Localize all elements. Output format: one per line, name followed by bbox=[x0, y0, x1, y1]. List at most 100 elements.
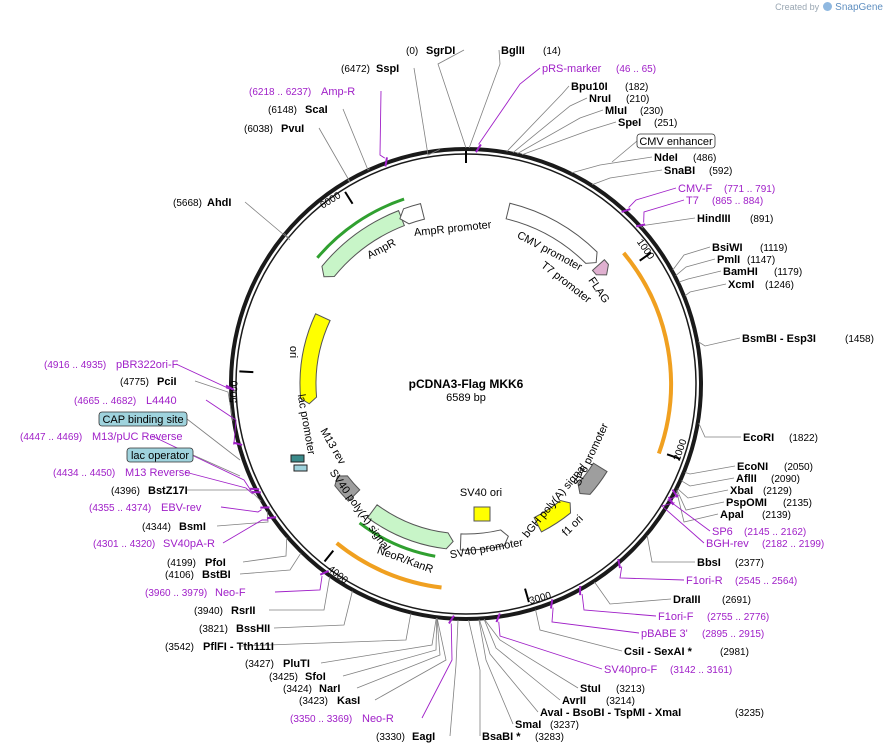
primer-sv40pro-f-range: (3142 .. 3161) bbox=[670, 665, 732, 676]
enzyme-mlui-position: (230) bbox=[640, 106, 663, 117]
feature-sv40-polya bbox=[334, 475, 361, 502]
feature-sv40-ori bbox=[473, 506, 491, 522]
enzyme-pluti-position: (3427) bbox=[245, 659, 274, 670]
enzyme-bsabi-line bbox=[468, 619, 481, 736]
enzyme-ahdi-label: AhdI bbox=[207, 197, 231, 209]
enzyme-bsiwi-label: BsiWI bbox=[712, 242, 743, 254]
enzyme-ecori-line bbox=[698, 422, 741, 438]
primer-prs-marker-mark bbox=[475, 143, 482, 153]
primer-cmv-f-label: CMV-F bbox=[678, 183, 713, 195]
enzyme-scai-position: (6148) bbox=[268, 105, 297, 116]
primer-sv40pro-f-label: SV40pro-F bbox=[604, 664, 657, 676]
primer-neo-f-line bbox=[274, 575, 323, 593]
primer-ebv-rev-line bbox=[220, 506, 262, 513]
enzyme-draiii-position: (2691) bbox=[722, 595, 751, 606]
primer-f1ori-r-label: F1ori-R bbox=[686, 575, 723, 587]
enzyme-avai-bsobi-tspmi-xmai-position: (3235) bbox=[735, 708, 764, 719]
enzyme-bstbi-position: (4106) bbox=[165, 570, 194, 581]
enzyme-pcii-position: (4775) bbox=[120, 377, 149, 388]
enzyme-smai-position: (3237) bbox=[550, 720, 579, 731]
enzyme-pcii-label: PciI bbox=[157, 376, 177, 388]
enzyme-pfoi-position: (4199) bbox=[167, 558, 196, 569]
enzyme-bglii-position: (14) bbox=[543, 46, 561, 57]
feature-flag bbox=[591, 259, 610, 276]
enzyme-econi-label: EcoNI bbox=[737, 461, 768, 473]
enzyme-bpu10i-label: Bpu10I bbox=[571, 81, 608, 93]
enzyme-stui-line bbox=[484, 619, 579, 689]
enzyme-sgrdi-position: (0) bbox=[406, 46, 418, 57]
enzyme-bstbi-line bbox=[239, 552, 302, 575]
boxed-cmv-enhancer-line bbox=[611, 140, 638, 163]
enzyme-avai-bsobi-tspmi-xmai-line bbox=[479, 619, 539, 713]
feature-label-m13-rev: M13 rev bbox=[317, 426, 348, 467]
primer-bgh-rev-range: (2182 .. 2199) bbox=[762, 539, 824, 550]
feature-label-ampr-promoter: AmpR promoter bbox=[413, 219, 492, 239]
enzyme-avrii-line bbox=[483, 619, 561, 701]
enzyme-bsabi-label: BsaBI * bbox=[482, 731, 521, 743]
primer-t7-label: T7 bbox=[686, 195, 699, 207]
enzyme-avai-bsobi-tspmi-xmai-label: AvaI - BsoBI - TspMI - XmaI bbox=[540, 707, 681, 719]
enzyme-bsshii-position: (3821) bbox=[199, 624, 228, 635]
primer-amp-r-range: (6218 .. 6237) bbox=[249, 87, 311, 98]
credit-prefix: Created by bbox=[775, 2, 820, 12]
enzyme-pvui-position: (6038) bbox=[244, 124, 273, 135]
boxed-lac-operator-label: lac operator bbox=[131, 450, 189, 462]
primer-sp6-range: (2145 .. 2162) bbox=[744, 527, 806, 538]
enzyme-smai-label: SmaI bbox=[515, 719, 541, 731]
tick-mark bbox=[239, 370, 254, 374]
enzyme-econi-line bbox=[684, 465, 736, 475]
enzyme-bglii-line bbox=[468, 49, 501, 149]
primer-labels: pRS-marker(46 .. 65)CMV-F(771 .. 791)T7(… bbox=[20, 63, 824, 725]
enzyme-rsrii-label: RsrII bbox=[231, 605, 255, 617]
enzyme-kasi-line bbox=[374, 618, 447, 701]
enzyme-bglii-label: BglII bbox=[501, 45, 525, 57]
feature-label-ori: ori bbox=[287, 346, 299, 358]
primer-cmv-f-line bbox=[628, 187, 677, 208]
enzyme-aflii-label: AflII bbox=[736, 473, 757, 485]
feature-cap-site-mark bbox=[293, 464, 308, 472]
enzyme-ahdi-line bbox=[244, 201, 291, 241]
enzyme-nari-position: (3424) bbox=[283, 684, 312, 695]
orf-arc-ampr bbox=[316, 197, 405, 259]
primer-bgh-rev-label: BGH-rev bbox=[706, 538, 749, 550]
primer-sp6-label: SP6 bbox=[712, 526, 733, 538]
enzyme-stui-position: (3213) bbox=[616, 684, 645, 695]
enzyme-sfoi-label: SfoI bbox=[305, 671, 326, 683]
enzyme-spei-position: (251) bbox=[654, 118, 677, 129]
enzyme-econi-position: (2050) bbox=[784, 462, 813, 473]
primer-sp6-mark bbox=[671, 489, 679, 498]
enzyme-bsiwi-line bbox=[672, 246, 711, 271]
boxed-lac-operator-line bbox=[192, 454, 241, 477]
enzyme-apai-position: (2139) bbox=[762, 510, 791, 521]
feature-label-lac-promoter: lac promoter bbox=[295, 393, 317, 456]
primer-prs-marker-label: pRS-marker bbox=[542, 63, 602, 75]
primer-t7-range: (865 .. 884) bbox=[712, 196, 763, 207]
enzyme-hindiii-label: HindIII bbox=[697, 213, 731, 225]
enzyme-xcmi-label: XcmI bbox=[728, 279, 754, 291]
primer-bgh-rev-mark bbox=[667, 496, 675, 506]
enzyme-bamhi-label: BamHI bbox=[723, 266, 758, 278]
primer-sv40pa-r-line bbox=[222, 519, 269, 544]
enzyme-scai-label: ScaI bbox=[305, 104, 328, 116]
enzyme-ndei-position: (486) bbox=[693, 153, 716, 164]
enzyme-bstz17i-position: (4396) bbox=[111, 486, 140, 497]
primer-f1ori-f-label: F1ori-F bbox=[658, 611, 694, 623]
tick-mark bbox=[639, 251, 652, 262]
enzyme-apai-label: ApaI bbox=[720, 509, 744, 521]
enzyme-nrui-line bbox=[512, 97, 588, 154]
tick-label: 5000 bbox=[228, 380, 240, 403]
enzyme-bsmi-label: BsmI bbox=[179, 521, 206, 533]
primer-sv40pa-r-mark bbox=[266, 516, 277, 520]
primer-neo-r-line bbox=[421, 623, 453, 719]
enzyme-bsiwi-position: (1119) bbox=[760, 243, 787, 254]
enzyme-bsmbi-esp3i-label: BsmBI - Esp3I bbox=[742, 333, 816, 345]
enzyme-bamhi-position: (1179) bbox=[774, 267, 802, 278]
enzyme-hindiii-line bbox=[638, 217, 696, 229]
enzyme-ndei-label: NdeI bbox=[654, 152, 678, 164]
enzyme-sgrdi-line bbox=[437, 49, 467, 149]
enzyme-snabi-line bbox=[592, 169, 663, 185]
primer-pbabe-3-mark bbox=[549, 599, 554, 609]
primer-l4440-label: L4440 bbox=[146, 395, 177, 407]
primer-m13-reverse-range: (4434 .. 4450) bbox=[53, 468, 115, 479]
